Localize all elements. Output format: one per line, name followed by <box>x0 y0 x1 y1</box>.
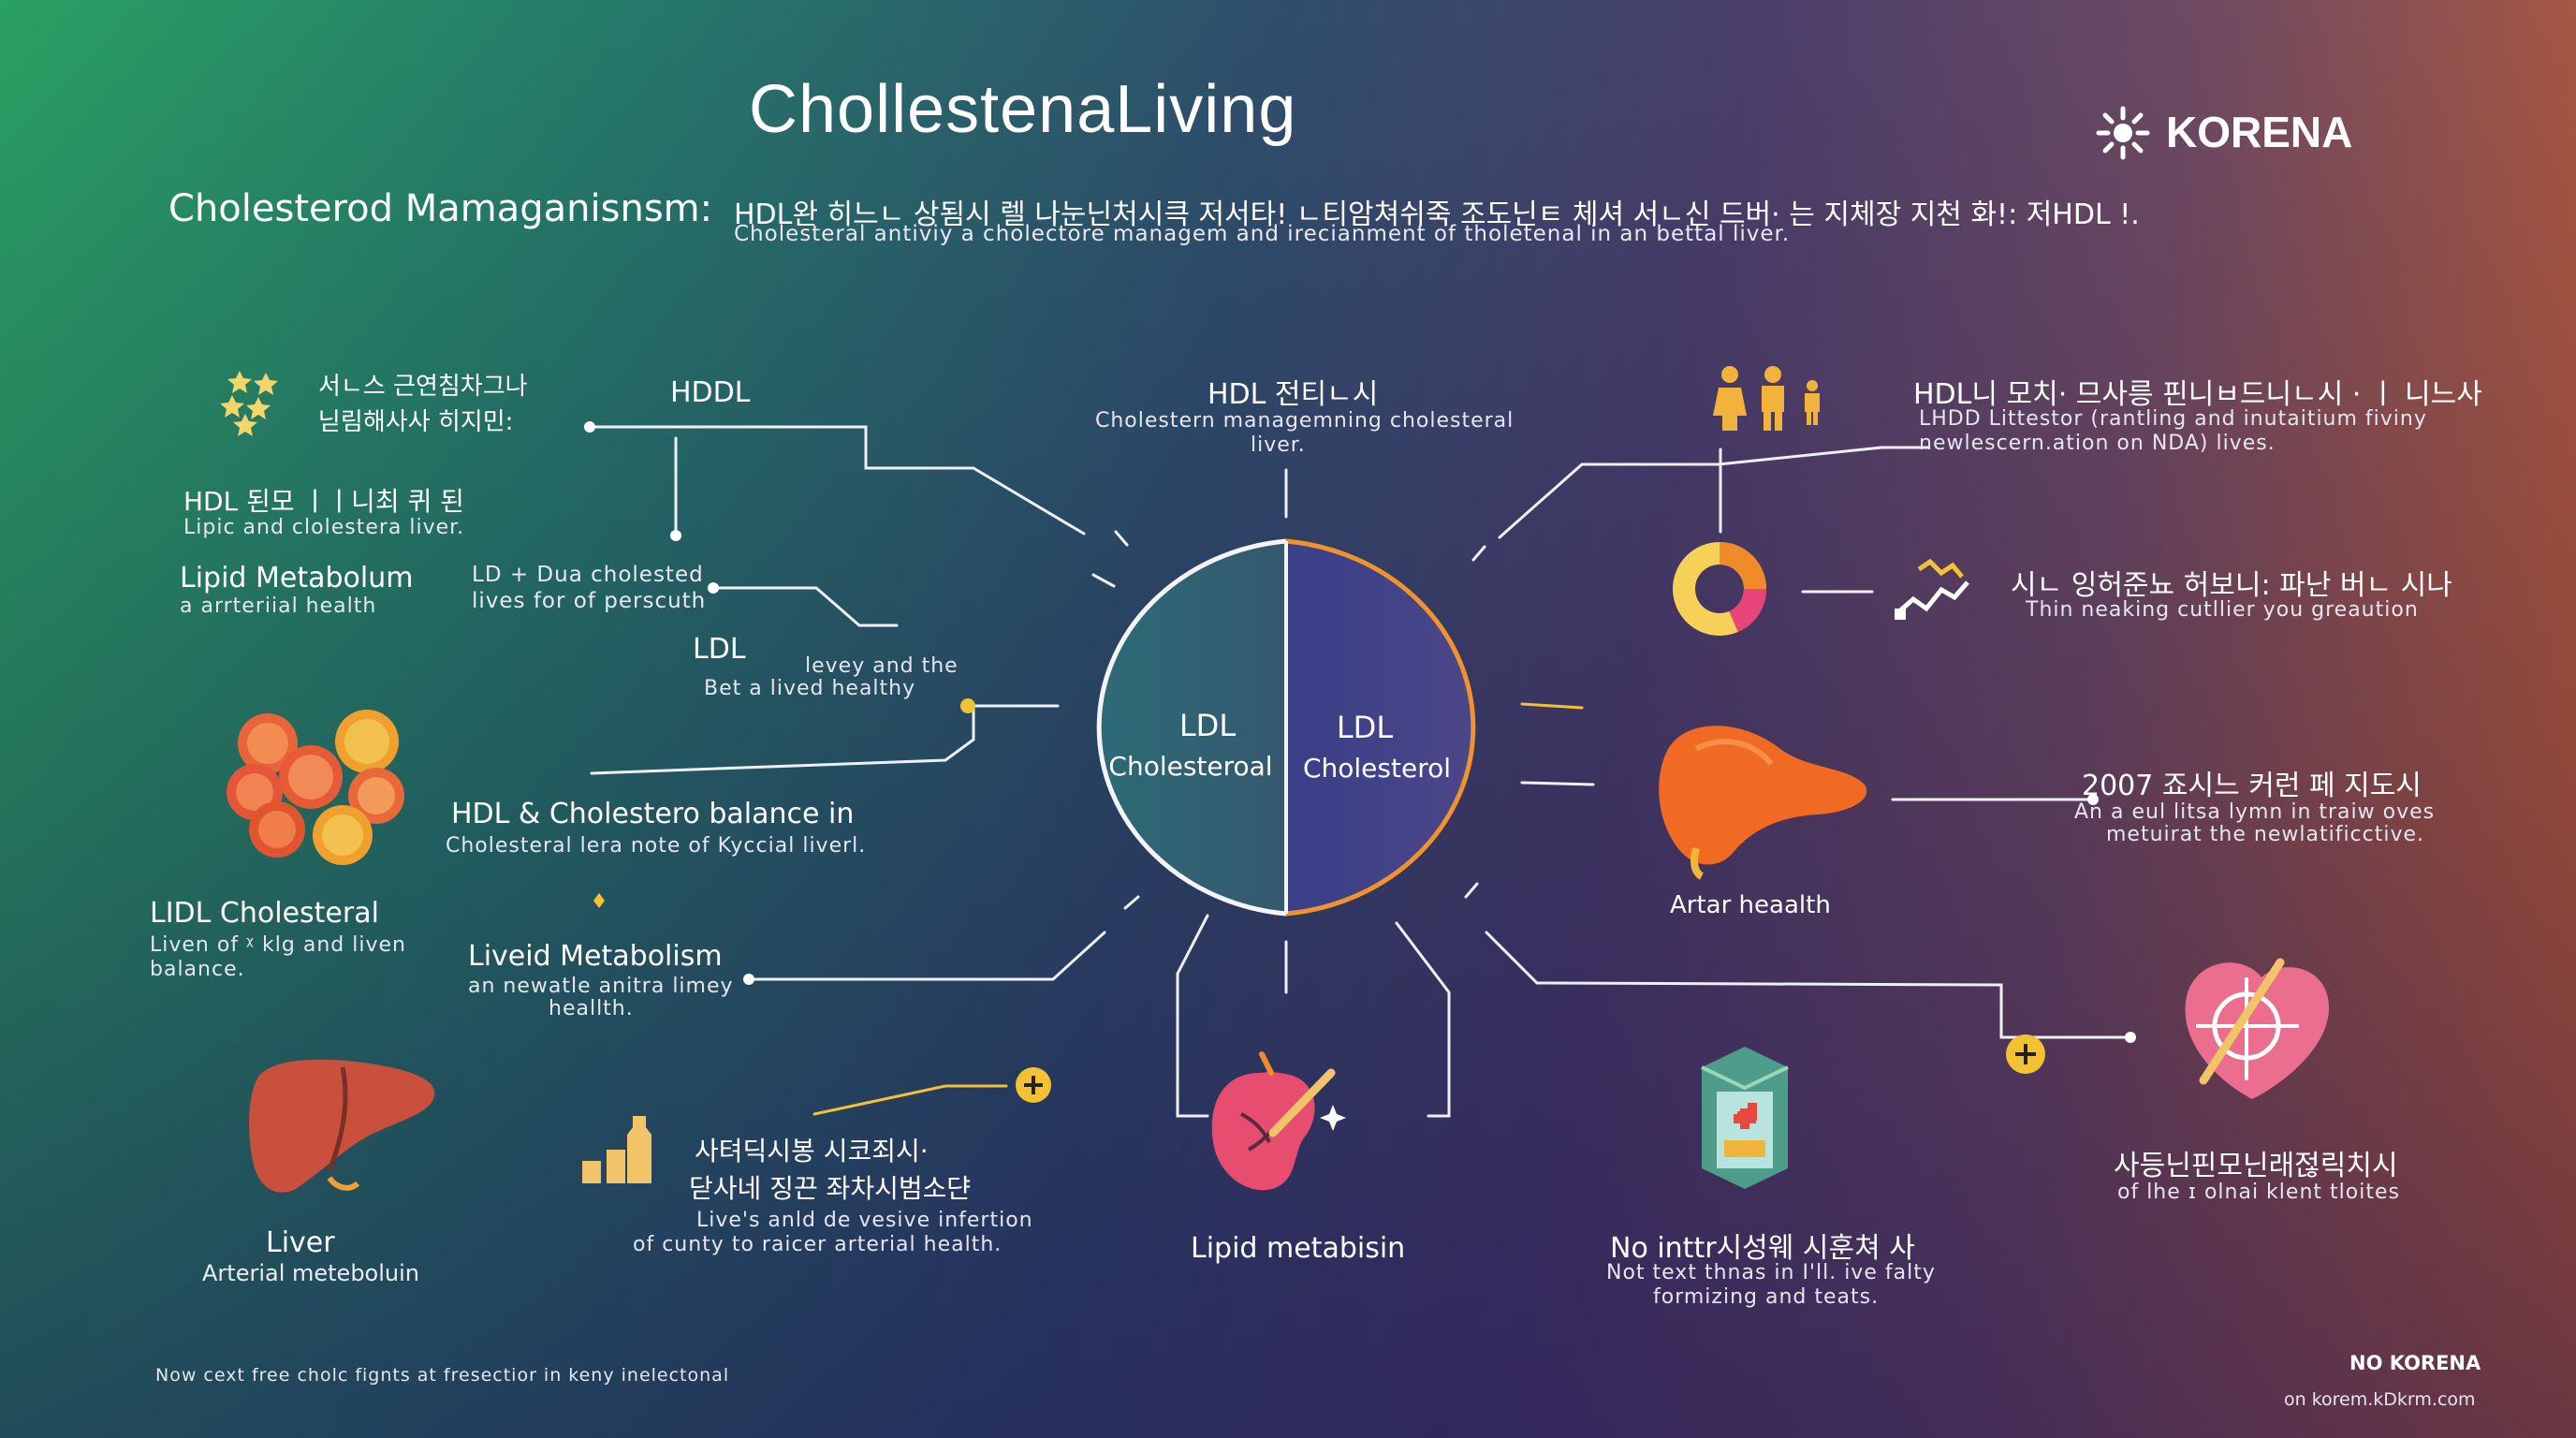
ldl-title: LDL <box>693 633 746 666</box>
liveid-metabolism-sub1: an newatle anitra limey <box>468 975 734 998</box>
heart-sub: of lhe ɪ olnai klent tloites <box>2117 1181 2400 1204</box>
year-title: 2007 죠시느 커런 페 지도시 <box>2082 770 2422 802</box>
center-right-sub: Cholesterol <box>1302 753 1452 784</box>
year-sub1: An a eul litsa lymn in traiw oves <box>2074 800 2436 824</box>
no-intr-title: No inttr시성웨 시훈쳐 사 <box>1610 1232 1915 1265</box>
bottle-sub-2: of cunty to raicer arterial health. <box>633 1233 1003 1256</box>
bottle-bars-icon <box>582 1116 651 1183</box>
bottle-sub-1: Live's anld de vesive infertion <box>696 1209 1033 1232</box>
page-title: ChollestenaLiving <box>749 72 1297 147</box>
balance-sub: Cholesteral lera note of Kyccial liverl. <box>446 834 867 858</box>
lipid-metabolum-title: Lipid Metabolum <box>180 562 414 594</box>
footer-brand: NO KORENA <box>2349 1352 2481 1374</box>
citrus-slices-icon <box>227 710 404 865</box>
left-block1-korean-1: 서ㄴ스 근연침차그나 <box>318 373 528 401</box>
lidl-cholesteral-title: LIDL Cholesteral <box>150 897 379 930</box>
center-right-label: LDL <box>1336 710 1394 745</box>
liver-sub: Arterial meteboluin <box>202 1260 419 1286</box>
left-block1-korean-2: 닏림해사사 히지민: <box>318 408 514 436</box>
no-intr-sub2: formizing and teats. <box>1653 1285 1880 1309</box>
center-left-label: LDL <box>1178 708 1237 743</box>
section-korean: HDL완 히느ㄴ 상됨시 렐 나눈닌처시큭 저서타! ㄴ티암쳐쉬죽 조도닌ㅌ 체… <box>734 198 2140 231</box>
signal-graph-icon <box>1895 558 1969 620</box>
balance-title: HDL & Cholestero balance in <box>451 798 855 830</box>
organ-label: Artar heaalth <box>1670 891 1831 919</box>
year-sub2: metuirat the newlatificctive. <box>2106 823 2425 846</box>
center-left-sub: Cholesteroal <box>1108 751 1273 782</box>
top-middle-sub1: Cholestern managemning cholesteral <box>1095 409 1515 433</box>
footer-note: Now cext free cholc fignts at fresectior… <box>155 1365 730 1386</box>
lipid-metabisin-label: Lipid metabisin <box>1191 1232 1406 1265</box>
hdl-sub: Lipic and clolestera liver. <box>183 516 465 539</box>
hdl-korean: HDL 된모 ㅣㅣ니최 퀴 된 <box>183 486 464 517</box>
donut-sub: Thin neaking cutllier you greaution <box>2026 598 2419 622</box>
heart-organ-icon <box>2185 958 2330 1099</box>
donut-chart-icon <box>1673 542 1767 636</box>
footer-url: on korem.kDkrm.com <box>2284 1389 2476 1410</box>
no-intr-sub1: Not text thnas in I'll. ive falty <box>1606 1261 1936 1284</box>
ldl-sub1: levey and the <box>805 654 959 678</box>
sun-logo-icon <box>2096 106 2150 160</box>
section-label: Cholesterod Mamaganisnsm: <box>168 187 713 230</box>
people-sub2: newlescern.ation on NDA) lives. <box>1919 432 2276 455</box>
bottle-korean-2: 닫사네 징끈 좌차시범소댠 <box>689 1173 972 1204</box>
heart-korean: 사등닌핀모닌래젆릭치시 <box>2114 1150 2398 1182</box>
lipid-metabolum-sub: a arrteriial health <box>180 594 377 618</box>
people-korean: HDL니 모치· 므사릉 핀니ㅂ드니ㄴ시 · ㅣ 니느사 <box>1913 378 2482 411</box>
liver-icon <box>249 1059 435 1193</box>
bottle-korean-1: 사텨딕시봉 시코죄시· <box>695 1136 929 1167</box>
liveid-metabolism-sub2: heallth. <box>549 997 634 1020</box>
star-cluster-icon <box>221 371 278 436</box>
donut-korean: 시ㄴ 잉허준뇨 허보니: 파난 버ㄴ 시나 <box>2011 569 2452 602</box>
lidl-cholesteral-sub2: balance. <box>150 958 245 981</box>
medical-cube-icon <box>1701 1047 1789 1189</box>
top-middle-sub2: liver. <box>1251 433 1306 457</box>
liver-title: Liver <box>266 1226 335 1259</box>
logo-text: KORENA <box>2166 108 2353 156</box>
people-sub1: LHDD Littestor (rantling and inutaitium … <box>1919 407 2427 431</box>
ld-dua-line1: LD + Dua cholested <box>472 563 704 587</box>
liveid-metabolism-title: Liveid Metabolism <box>468 940 723 973</box>
people-icon <box>1713 366 1820 431</box>
section-subtitle: Cholesteral antiviy a cholectore managem… <box>734 222 1791 246</box>
organ-icon <box>1659 726 1867 880</box>
top-middle-title: HDL 전티ㄴ시 <box>1208 378 1379 411</box>
ldl-sub2: Bet a lived healthy <box>704 677 916 700</box>
hddl-label: HDDL <box>670 376 751 409</box>
kidney-icon <box>1211 1051 1346 1191</box>
lidl-cholesteral-sub1: Liven of ᵡ klg and liven <box>150 933 406 957</box>
ld-dua-line2: lives for of perscuth <box>472 589 707 613</box>
